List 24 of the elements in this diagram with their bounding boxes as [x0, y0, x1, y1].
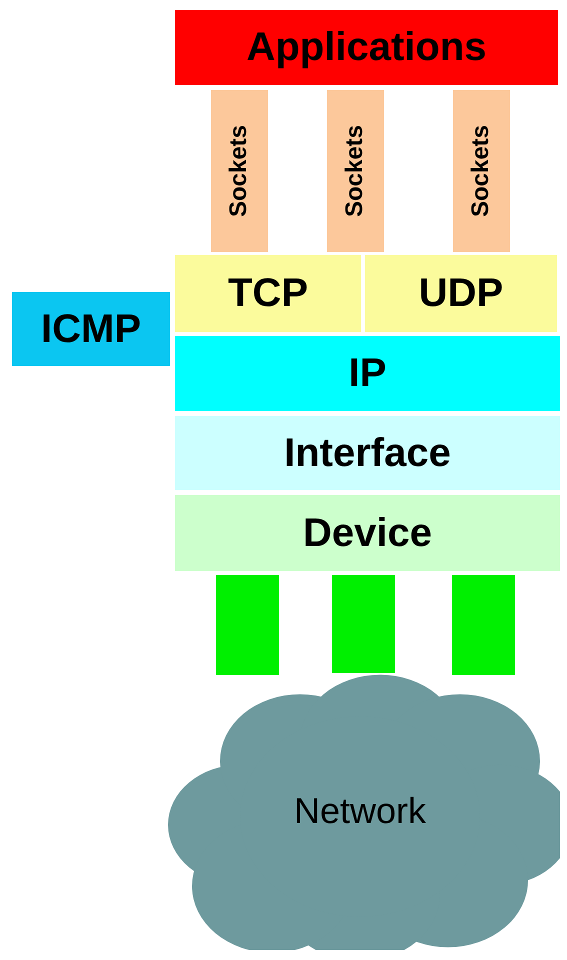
layer-label: Sockets	[342, 124, 370, 218]
layer-label: Sockets	[468, 124, 496, 218]
layer-box	[175, 416, 560, 490]
layer-label: ICMP	[41, 306, 141, 352]
layer-label: UDP	[418, 271, 504, 316]
layer-label: Sockets	[226, 124, 254, 218]
layer-box	[453, 90, 510, 252]
layer-label: TCP	[228, 271, 308, 316]
layer-label: Network	[294, 790, 426, 832]
layer-box	[175, 255, 361, 332]
layer-label: Interface	[284, 430, 451, 476]
layer-label: Device	[303, 510, 432, 556]
layer-box	[365, 255, 557, 332]
layer-label: IP	[348, 351, 386, 396]
adapter-box	[216, 575, 279, 675]
layer-box	[12, 292, 170, 366]
layer-box	[175, 495, 560, 571]
layer-box	[211, 90, 268, 252]
layer-box	[327, 90, 384, 252]
adapter-box	[452, 575, 515, 675]
adapter-box	[332, 575, 395, 673]
layer-box	[175, 336, 560, 411]
layer-label: Applications	[246, 25, 487, 70]
layer-box	[175, 10, 558, 85]
